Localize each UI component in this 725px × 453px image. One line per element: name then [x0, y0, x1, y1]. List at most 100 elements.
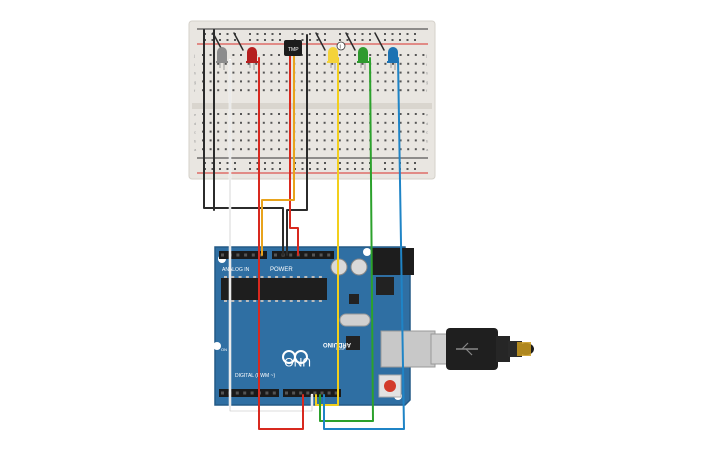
- breadboard-hole: [300, 62, 303, 65]
- breadboard-hole: [338, 62, 341, 65]
- breadboard-hole: [354, 71, 356, 74]
- wire-blue[interactable]: [323, 57, 405, 430]
- chip-pin: [245, 300, 249, 302]
- on-label: ON: [221, 347, 227, 352]
- breadboard-hole: [361, 80, 364, 83]
- breadboard-hole: [346, 80, 349, 83]
- breadboard-hole: [339, 162, 341, 164]
- breadboard-hole: [255, 121, 258, 124]
- breadboard-hole: [308, 62, 311, 65]
- digital-header-low[interactable]: [219, 389, 279, 397]
- breadboard-hole: [217, 121, 220, 124]
- analog-header[interactable]: [219, 251, 267, 259]
- breadboard-hole: [346, 71, 349, 74]
- mount-hole: [213, 342, 221, 350]
- breadboard-hole: [264, 39, 266, 41]
- temperature-sensor[interactable]: TMP: [284, 40, 302, 56]
- wire-black[interactable]: [203, 29, 284, 256]
- breadboard-hole: [354, 54, 356, 56]
- breadboard-hole: [219, 33, 221, 35]
- breadboard-hole: [331, 113, 334, 115]
- breadboard-hole: [308, 148, 311, 151]
- power-header[interactable]: [272, 251, 334, 259]
- header-pin: [272, 391, 276, 395]
- chip-pin: [260, 300, 264, 302]
- breadboard-hole: [308, 139, 311, 142]
- breadboard-hole: [376, 80, 379, 83]
- capacitor: [350, 258, 368, 276]
- breadboard-hole: [209, 62, 212, 65]
- breadboard-hole: [354, 148, 356, 151]
- info-badge-icon[interactable]: i: [336, 41, 346, 51]
- breadboard-hole: [354, 121, 356, 124]
- breadboard-hole: [270, 113, 273, 115]
- breadboard-hole: [224, 130, 227, 133]
- wire-yellow[interactable]: [315, 57, 339, 406]
- breadboard-hole: [422, 89, 425, 92]
- breadboard-hole: [240, 139, 242, 142]
- led-yellow[interactable]: [327, 47, 339, 70]
- breadboard-hole: [255, 139, 258, 142]
- breadboard-hole: [354, 62, 356, 65]
- wires[interactable]: [203, 29, 405, 430]
- wire-green[interactable]: [319, 57, 374, 422]
- wire-red-led[interactable]: [258, 57, 304, 430]
- breadboard-hole: [331, 130, 334, 133]
- breadboard-hole: [323, 89, 326, 92]
- breadboard-hole: [270, 139, 273, 142]
- breadboard-hole: [264, 168, 266, 170]
- usb-port[interactable]: [380, 330, 436, 368]
- breadboard-hole: [308, 121, 311, 124]
- breadboard-hole: [224, 113, 227, 115]
- voltage-regulator: [376, 277, 394, 295]
- breadboard-hole: [255, 113, 258, 115]
- breadboard-hole: [232, 148, 235, 151]
- icsp-label: ICSP: [336, 346, 346, 351]
- led-blue[interactable]: [387, 47, 399, 70]
- arduino-board[interactable]: POWER ANALOG IN DIGITAL (PWM ~) ON ICSP …: [213, 246, 436, 406]
- wire-black-2[interactable]: [286, 34, 308, 256]
- breadboard-hole: [384, 139, 387, 142]
- breadboard-hole: [224, 89, 227, 92]
- breadboard-hole: [392, 121, 394, 124]
- breadboard-hole: [240, 62, 242, 65]
- digital-header-high[interactable]: [283, 389, 341, 397]
- breadboard-hole: [300, 54, 303, 56]
- breadboard-hole: [346, 113, 349, 115]
- breadboard-hole: [392, 89, 394, 92]
- breadboard-hole: [323, 130, 326, 133]
- breadboard-hole: [338, 113, 341, 115]
- breadboard-hole: [217, 148, 220, 151]
- breadboard-hole: [278, 54, 280, 56]
- power-label: POWER: [270, 267, 293, 273]
- breadboard-hole: [346, 54, 349, 56]
- breadboard-hole: [270, 71, 273, 74]
- breadboard-hole: [279, 162, 281, 164]
- reset-button-cap[interactable]: [384, 380, 396, 392]
- leds[interactable]: [216, 47, 399, 70]
- breadboard-hole: [316, 71, 318, 74]
- breadboard-hole: [249, 168, 251, 170]
- led-gray[interactable]: [216, 47, 228, 70]
- wire-orange-sensor[interactable]: [261, 55, 295, 256]
- breadboard-hole: [376, 139, 379, 142]
- led-green[interactable]: [357, 47, 369, 70]
- breadboard-hole: [414, 62, 417, 65]
- breadboard-hole: [316, 54, 318, 56]
- breadboard-hole: [247, 113, 250, 115]
- breadboard-hole: [240, 121, 242, 124]
- led-red[interactable]: [246, 47, 258, 70]
- wire-red-power[interactable]: [289, 44, 299, 256]
- breadboard-hole: [226, 39, 229, 41]
- power-jack[interactable]: [372, 248, 414, 275]
- row-letter: a: [426, 147, 429, 152]
- chip-pin: [275, 300, 279, 302]
- usb-cable[interactable]: [430, 328, 534, 370]
- breadboard-hole: [271, 162, 274, 164]
- row-letter: c: [194, 130, 196, 135]
- breadboard-hole: [271, 39, 274, 41]
- breadboard-hole: [232, 89, 235, 92]
- breadboard-hole: [414, 71, 417, 74]
- breadboard-hole: [234, 168, 236, 170]
